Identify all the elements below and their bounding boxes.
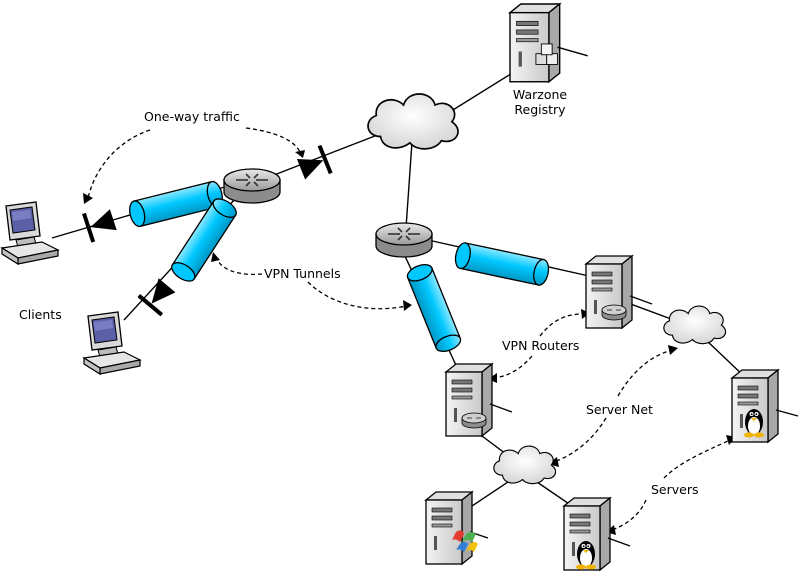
vpn-tunnel-right — [454, 242, 550, 286]
one-way-diode-icon — [136, 273, 181, 317]
vpn-tunnels-arrow-left — [215, 257, 263, 276]
arrowhead-server-net-up — [668, 345, 678, 355]
link-cloud-windows-server — [465, 477, 515, 511]
servers-arrow-up — [663, 439, 731, 479]
vpn-routers-label: VPN Routers — [502, 338, 580, 353]
router-icon — [223, 168, 281, 204]
desktop-computer-icon — [1, 201, 59, 265]
one-way-traffic-label: One-way traffic — [144, 109, 240, 124]
vpn-routers-arrow-down — [493, 355, 533, 379]
windows-logo-icon — [452, 530, 478, 552]
server-net-label: Server Net — [586, 402, 653, 417]
servers-arrow-down — [611, 499, 647, 531]
warzone-registry-server — [509, 3, 588, 83]
vpn-router-server-right — [585, 255, 653, 329]
clients-label: Clients — [19, 307, 62, 322]
vpn-tunnels-label: VPN Tunnels — [264, 266, 341, 281]
arrowhead-vpn-tunnels-right — [403, 300, 412, 311]
desktop-computer-icon — [83, 311, 141, 375]
link-cloud-mid-router — [405, 141, 413, 229]
linux-server-bottom — [563, 497, 631, 571]
warzone-registry-label: Warzone Registry — [509, 87, 571, 117]
vpn-tunnel-bottom — [406, 264, 462, 352]
router-icon — [375, 222, 433, 258]
warzone-registry-label-line1: Warzone — [512, 87, 568, 102]
vpn-tunnel-diagonal — [171, 198, 237, 282]
annotation-arrows — [87, 127, 731, 531]
arrowhead-one-way-left — [83, 193, 93, 204]
network-cloud-icon — [367, 93, 459, 150]
network-cloud-icon — [663, 305, 727, 345]
arrowhead-vpn-tunnels-left — [211, 252, 220, 262]
warzone-registry-label-line2: Registry — [514, 102, 566, 117]
linux-server-right — [731, 369, 799, 443]
network-cloud-icon — [493, 445, 557, 485]
server-net-arrow-down — [553, 417, 607, 463]
one-way-arrow-left — [87, 129, 151, 199]
vpn-routers-arrow-up — [539, 313, 585, 337]
registry-boxes-icon — [535, 43, 558, 65]
vpn-router-server-bottom — [445, 363, 513, 437]
one-way-diode-icon — [81, 203, 120, 244]
vpn-tunnels-arrow-right — [307, 281, 407, 310]
server-net-arrow-up — [617, 349, 673, 397]
servers-label: Servers — [651, 482, 699, 497]
windows-server — [425, 491, 489, 565]
arrowhead-one-way-right — [295, 150, 305, 158]
one-way-arrow-right — [245, 127, 301, 153]
annotation-arrowheads — [83, 150, 736, 535]
